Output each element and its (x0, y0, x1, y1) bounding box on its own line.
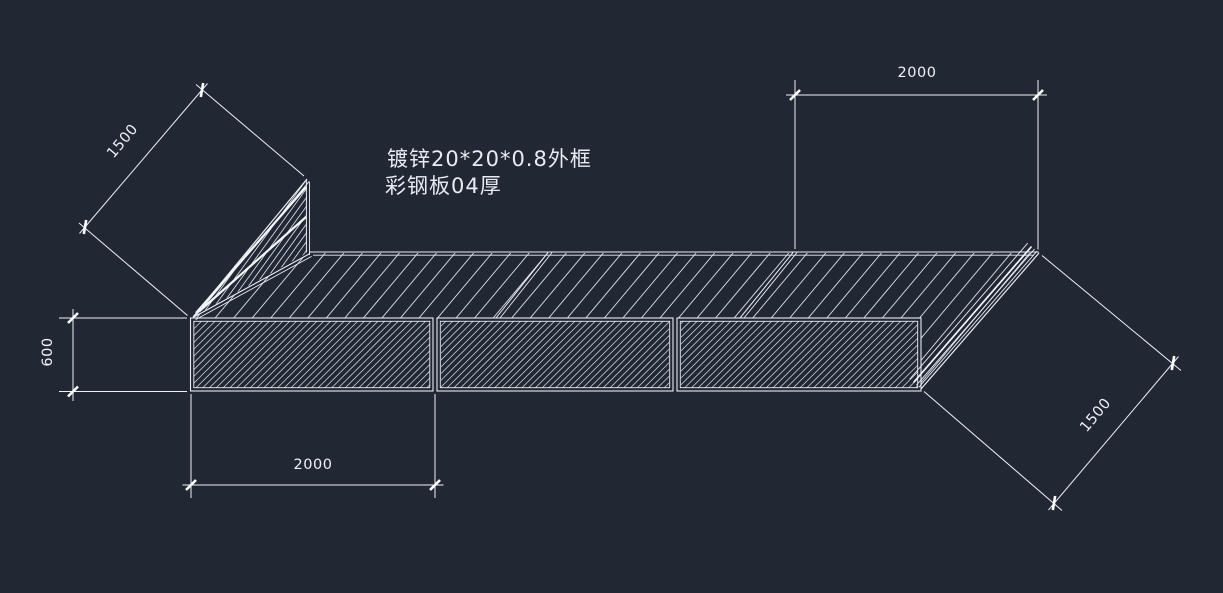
dimension-top-2000[interactable]: 2000 (786, 65, 1047, 250)
dim-tick (1032, 89, 1044, 101)
left-wing[interactable] (192, 178, 310, 318)
right-wing-fold-line-2 (916, 248, 1035, 386)
dimension-bottom-2000[interactable]: 2000 (182, 394, 444, 498)
dim-tick (67, 312, 79, 324)
top-face-left-edge-inner (195, 256, 312, 320)
hatch-line (193, 179, 307, 317)
dim-tick (82, 219, 88, 235)
ext-line (923, 391, 1063, 511)
top-face-seam-2b (743, 252, 798, 319)
dim-label-bottom-2000: 2000 (294, 457, 333, 473)
top-face-seam-1b (499, 252, 553, 319)
dim-tick (67, 385, 79, 398)
top-face-seam-2a (739, 252, 794, 319)
left-wing-fold-highlight-2 (198, 216, 307, 313)
panel-2-outer-frame[interactable] (436, 317, 674, 392)
top-face-seam-1a (495, 252, 549, 319)
top-face[interactable] (192, 251, 1039, 320)
hatch-line (193, 179, 307, 317)
right-wing-bevel-edge (920, 252, 1040, 390)
hatch-line (193, 179, 307, 317)
dim-tick (1170, 355, 1176, 371)
ext-line (195, 84, 305, 177)
left-wing-fold-highlight-1 (195, 186, 307, 314)
panel-1-outer-frame[interactable] (189, 317, 434, 392)
dim-tick (185, 479, 197, 491)
front-panels[interactable] (189, 317, 922, 392)
right-wing-fold-highlight (912, 245, 1033, 384)
right-wing-fold-line-1 (918, 250, 1038, 388)
panel-1-inner-frame (193, 320, 431, 389)
dim-line (79, 83, 208, 234)
dim-tick (789, 89, 801, 101)
right-wing-fold[interactable] (909, 242, 1040, 390)
dim-tick (429, 479, 441, 491)
top-face-left-edge (192, 253, 311, 318)
dim-line (1048, 356, 1179, 511)
note-line-2: 彩钢板04厚 (385, 174, 502, 198)
note-line-1: 镀锌20*20*0.8外框 (387, 147, 592, 171)
dim-tick (199, 82, 205, 98)
panel-2-inner-frame (439, 320, 671, 389)
dim-label-top-2000: 2000 (898, 65, 937, 81)
panel-3-inner-frame (679, 320, 919, 389)
ext-line (1041, 255, 1182, 371)
dimension-left-600[interactable]: 600 (40, 309, 187, 401)
annotation-notes: 镀锌20*20*0.8外框 彩钢板04厚 (385, 147, 592, 198)
hatch-line (193, 179, 307, 317)
panel-3-outer-frame[interactable] (676, 317, 922, 392)
dim-tick (1051, 495, 1057, 511)
ext-line (78, 222, 188, 316)
dim-label-600: 600 (40, 337, 56, 366)
right-wing-fold-line-3 (909, 242, 1029, 380)
